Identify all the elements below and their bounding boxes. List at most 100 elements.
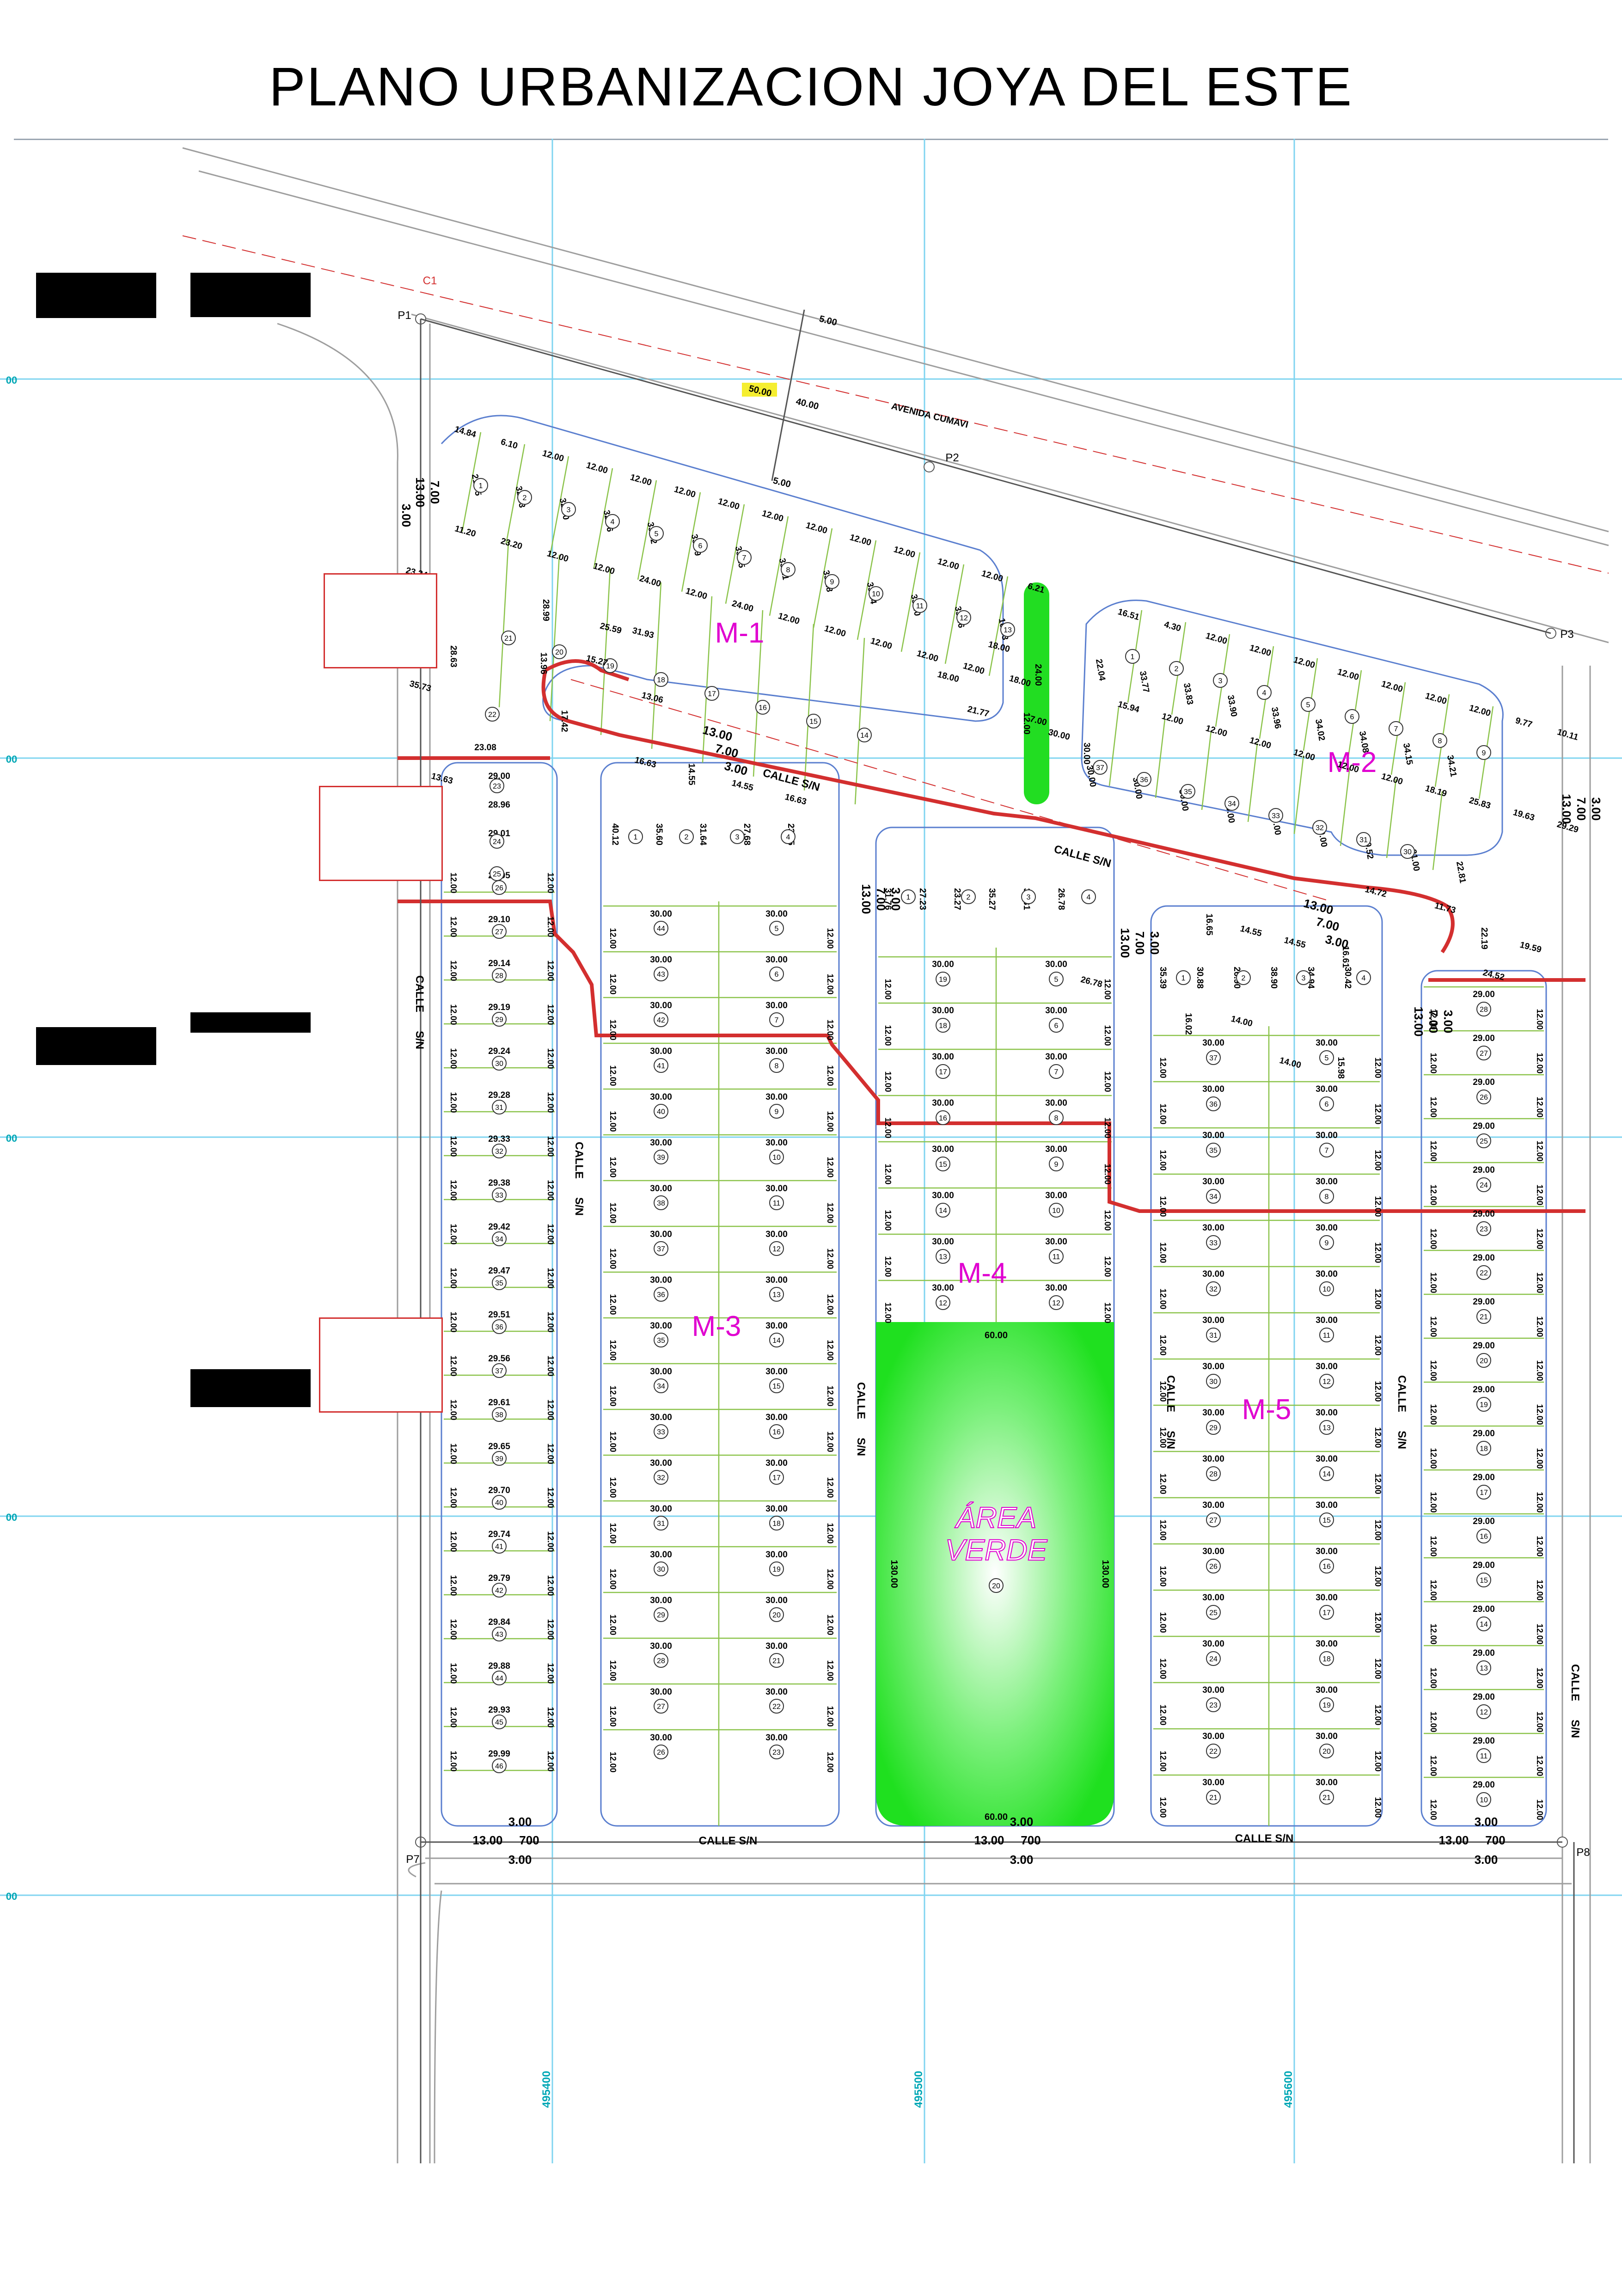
lot-number: 17 [1322, 1609, 1331, 1617]
lot-depth: 12.00 [546, 1487, 555, 1508]
lot-dim: 30.00 [1316, 1685, 1338, 1695]
lot-dim: 12.00 [673, 484, 697, 500]
lot-number-cell [190, 275, 251, 276]
lot-marker-icon [1049, 1203, 1064, 1218]
total-value [250, 315, 311, 317]
lot-depth: 12.00 [1373, 1566, 1383, 1586]
surface-cell [250, 1402, 311, 1403]
title-divider [14, 139, 1608, 140]
lot-dim: 30.00 [932, 1098, 954, 1108]
lot-number-cell [36, 1046, 97, 1047]
lot-marker-icon [1206, 1466, 1221, 1481]
lot-number: 6 [1325, 1101, 1329, 1108]
lot-number-cell [36, 1057, 97, 1059]
table-row [190, 299, 311, 300]
lot-dim: 30.00 [1316, 1223, 1338, 1233]
lot-marker-icon [1319, 1143, 1334, 1157]
lot-dim: 30.42 [1343, 967, 1353, 989]
table-row [190, 1387, 311, 1389]
lot-number: 44 [495, 1675, 503, 1683]
lot-depth: 12.00 [1373, 1427, 1383, 1448]
lot-depth: 12.00 [826, 1202, 835, 1223]
lot-number: 4 [1262, 689, 1267, 697]
surface-cell [250, 300, 311, 301]
lot-marker-icon [1476, 1616, 1491, 1631]
lot-dim: 30.00 [650, 909, 672, 919]
lot-marker-icon [1049, 1110, 1064, 1125]
lot-depth: 12.00 [449, 1531, 458, 1552]
lot-number-cell [190, 1029, 251, 1031]
lot-number: 30 [495, 1060, 503, 1068]
lot-line [1293, 755, 1304, 834]
table-row [190, 312, 311, 313]
lot-line [637, 480, 657, 580]
surface-cell [250, 298, 311, 300]
lot-dim: 19.59 [1519, 940, 1542, 955]
lot-number-cell [36, 1048, 97, 1050]
lot-depth: 12.00 [826, 1568, 835, 1589]
lot-depth: 12.00 [826, 928, 835, 949]
lot-dim: 16.63 [784, 792, 808, 807]
lot-number: 10 [1480, 1796, 1488, 1804]
lot-number: 12 [939, 1299, 947, 1307]
lot-marker-icon [1356, 832, 1371, 847]
lot-dim: 19.63 [1512, 808, 1536, 823]
lot-width: 29.00 [1473, 1648, 1495, 1658]
lot-dim: 30.00 [932, 960, 954, 969]
lot-depth: 12.00 [546, 1663, 555, 1684]
lot-depth: 12.00 [449, 916, 458, 937]
table-row [190, 306, 311, 308]
lot-marker-icon [605, 514, 620, 529]
surface-cell [250, 1022, 311, 1024]
lot-line [549, 456, 569, 556]
lot-marker-icon [492, 968, 507, 983]
surface-cell [250, 1396, 311, 1398]
lot-line [753, 610, 764, 777]
green-area-dim: 130.00 [1100, 1560, 1110, 1588]
lot-number: 18 [1322, 1655, 1331, 1663]
total-value [250, 1405, 311, 1407]
table-row [190, 310, 311, 312]
lot-dim: 38.90 [1269, 967, 1279, 989]
lot-marker-icon [825, 574, 839, 589]
lot-marker-icon [492, 1100, 507, 1114]
lot-marker-icon [769, 921, 784, 936]
lot-marker-icon [1268, 808, 1283, 823]
lot-number: 5 [1054, 976, 1059, 984]
surface-cell [250, 1019, 311, 1021]
lot-number-cell [190, 288, 251, 290]
lot-depth: 12.00 [449, 1224, 458, 1244]
lot-marker-icon [1476, 1529, 1491, 1543]
surface-cell [250, 1379, 311, 1381]
surface-cell [96, 290, 156, 292]
lot-number: 16 [772, 1428, 781, 1436]
lot-marker-icon [1206, 1143, 1221, 1157]
lot-number-cell [190, 1382, 251, 1384]
surface-cell [96, 300, 156, 301]
lot-line [900, 552, 921, 652]
lot-line [498, 540, 509, 708]
lot-depth: 12.00 [1373, 1473, 1383, 1494]
lot-dim: 12.00 [1468, 703, 1492, 718]
green-area-dim: 130.00 [889, 1560, 899, 1588]
table-row [36, 1032, 156, 1034]
surface-cell [250, 277, 311, 279]
lot-number-cell [190, 303, 251, 305]
lot-number-cell [36, 282, 97, 284]
lot-number: 23 [493, 783, 501, 790]
lot-marker-icon [1476, 1265, 1491, 1280]
lot-number-cell [36, 1032, 97, 1034]
lot-depth: 12.00 [449, 1004, 458, 1025]
lot-number-cell [190, 1372, 251, 1374]
lot-width: 29.47 [488, 1266, 510, 1276]
lot-number-cell [190, 282, 251, 284]
surface-cell [250, 1388, 311, 1390]
lot-dim: 6.10 [500, 437, 519, 451]
lot-width: 29.84 [488, 1617, 510, 1627]
lot-number-cell [36, 306, 97, 308]
lot-number: 7 [1054, 1068, 1059, 1076]
lot-number: 12 [1480, 1708, 1488, 1716]
table-row [190, 1404, 311, 1406]
lot-marker-icon [1049, 972, 1064, 986]
lot-number-cell [190, 1026, 251, 1028]
